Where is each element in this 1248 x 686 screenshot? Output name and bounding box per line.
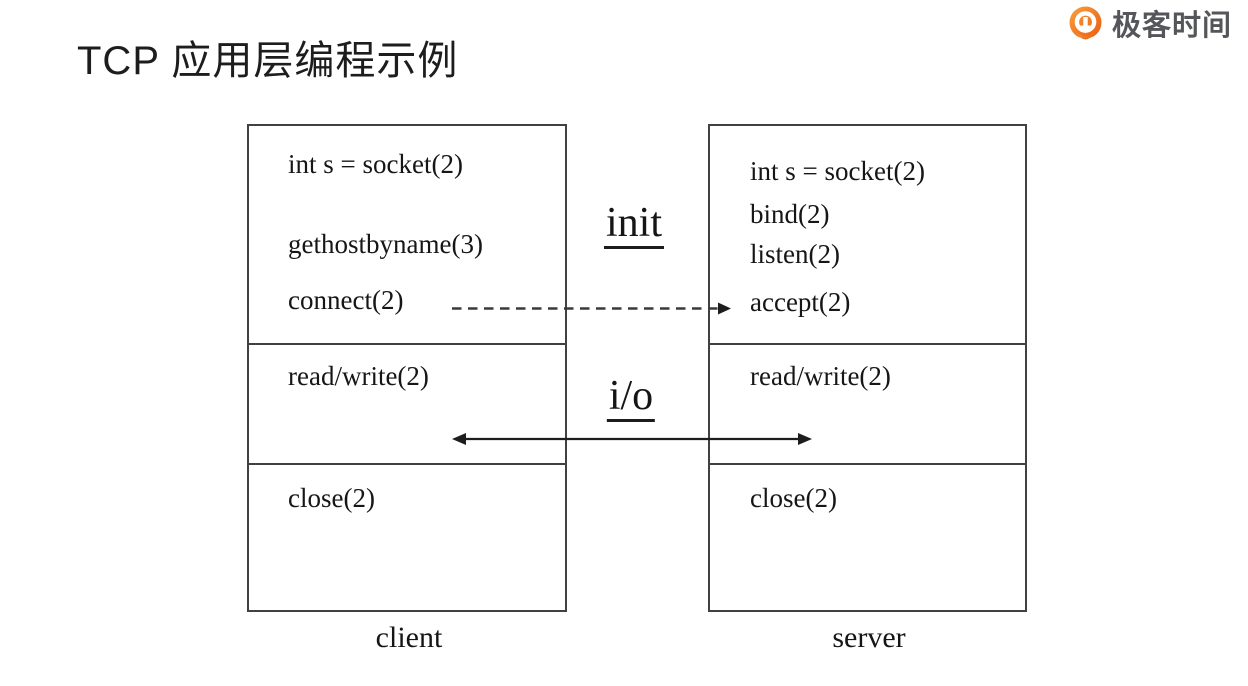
brand-logo: 极客时间 xyxy=(1064,4,1232,48)
geekbang-pin-icon xyxy=(1069,6,1102,40)
client-connect-call: connect(2) xyxy=(288,285,404,315)
server-listen-call: listen(2) xyxy=(750,239,840,269)
server-accept-call: accept(2) xyxy=(750,287,851,317)
client-caption: client xyxy=(375,621,443,654)
server-caption: server xyxy=(832,621,906,654)
server-close-call: close(2) xyxy=(750,483,837,513)
page-title: TCP 应用层编程示例 xyxy=(77,39,459,83)
client-readwrite-call: read/write(2) xyxy=(288,361,429,391)
server-init-io-divider xyxy=(710,343,1025,345)
io-phase-label: i/o xyxy=(606,374,656,423)
client-box: int s = socket(2) gethostbyname(3) conne… xyxy=(247,124,567,612)
client-io-close-divider xyxy=(249,463,565,465)
client-gethostbyname-call: gethostbyname(3) xyxy=(288,229,483,259)
server-io-close-divider xyxy=(710,463,1025,465)
client-init-io-divider xyxy=(249,343,565,345)
server-readwrite-call: read/write(2) xyxy=(750,361,891,391)
server-box: int s = socket(2) bind(2) listen(2) acce… xyxy=(708,124,1027,612)
client-socket-call: int s = socket(2) xyxy=(288,149,463,179)
init-phase-label: init xyxy=(603,201,665,250)
server-socket-call: int s = socket(2) xyxy=(750,156,925,186)
client-close-call: close(2) xyxy=(288,483,375,513)
brand-name: 极客时间 xyxy=(1112,10,1233,42)
server-bind-call: bind(2) xyxy=(750,199,830,229)
